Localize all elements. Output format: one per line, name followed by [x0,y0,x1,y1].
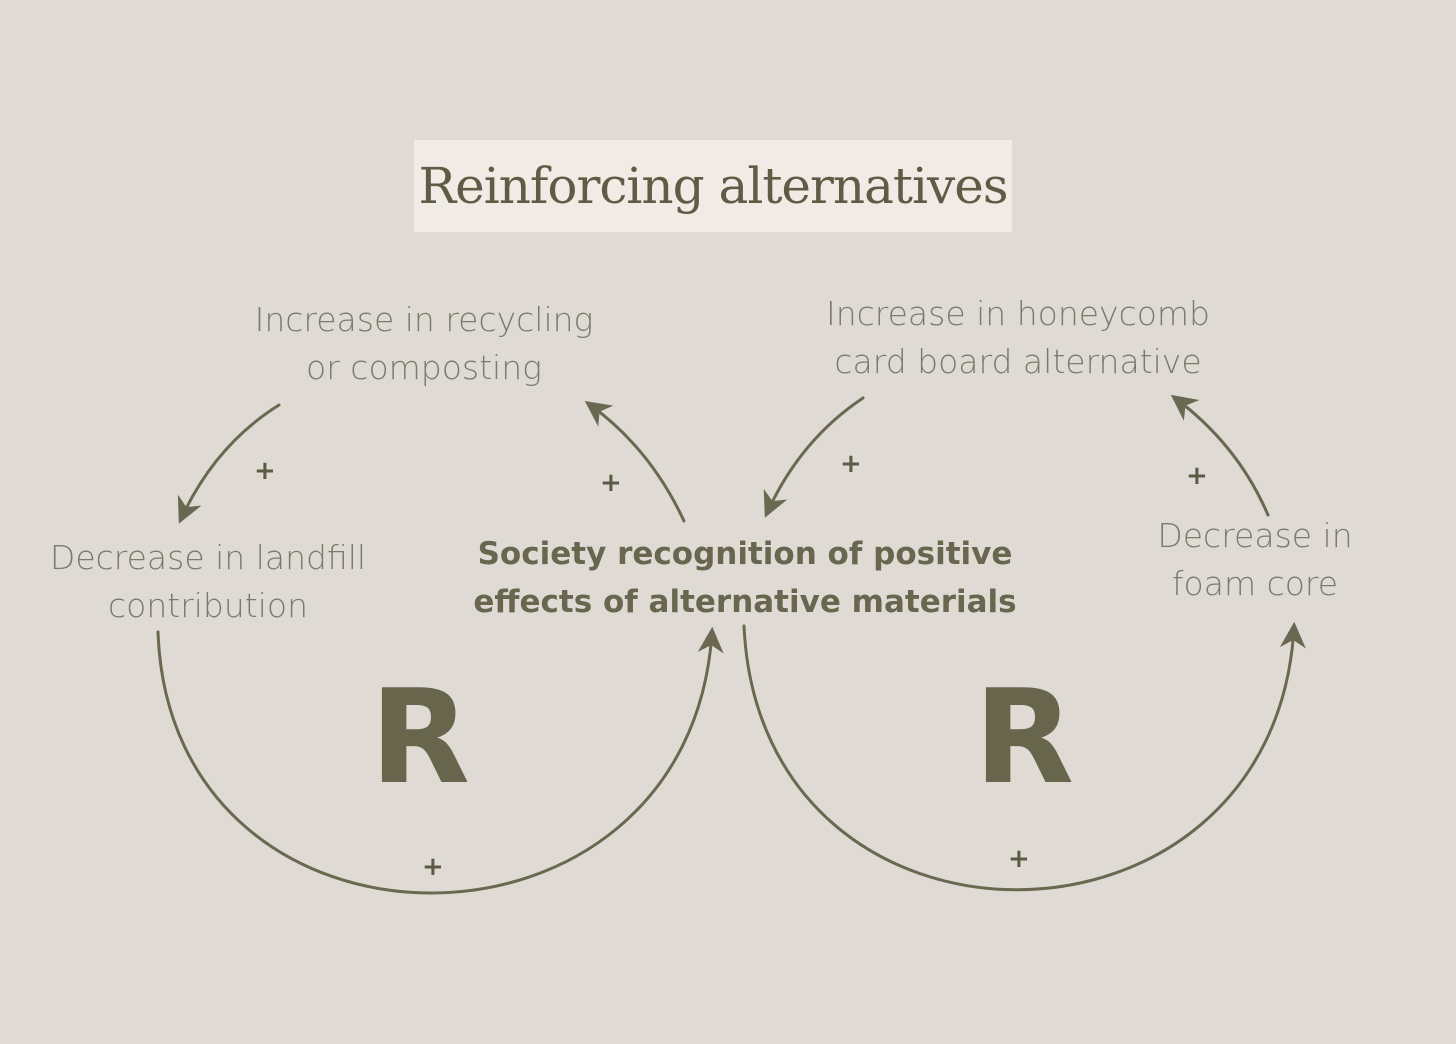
node-honeycomb-line2: card board alternative [834,342,1202,381]
node-society-line2: effects of alternative materials [473,584,1017,620]
polarity-foam-honeycomb: + [1186,461,1208,491]
node-society: Society recognition of positive effects … [444,530,1046,626]
polarity-society-recycling: + [600,468,622,498]
arrow-society-to-recycling [584,400,686,523]
arrow-honeycomb-to-society [763,396,865,518]
title-box: Reinforcing alternatives [414,140,1012,232]
node-foam-line1: Decrease in [1157,516,1353,555]
node-foam-line2: foam core [1171,564,1339,603]
loop-label-left: R [370,661,471,813]
node-recycling-line1: Increase in recycling [254,300,594,339]
node-society-line1: Society recognition of positive [477,536,1013,572]
polarity-society-foam: + [1008,844,1030,874]
polarity-landfill-society: + [422,852,444,882]
node-foam: Decrease in foam core [1150,512,1360,608]
arrow-society-to-foam [742,621,1306,892]
node-landfill: Decrease in landfill contribution [40,534,376,630]
node-honeycomb: Increase in honeycomb card board alterna… [818,290,1218,386]
arrow-landfill-to-society [156,626,724,895]
arrow-foam-to-honeycomb [1170,394,1270,517]
node-recycling-line2: or composting [306,348,542,387]
node-honeycomb-line1: Increase in honeycomb [826,294,1210,333]
loop-label-right: R [974,661,1075,813]
polarity-honeycomb-society: + [840,449,862,479]
node-landfill-line1: Decrease in landfill [49,538,367,577]
arrow-recycling-to-landfill [177,403,281,524]
polarity-recycling-landfill: + [254,456,276,486]
node-landfill-line2: contribution [108,586,308,625]
diagram-title: Reinforcing alternatives [418,157,1008,215]
node-recycling: Increase in recycling or composting [248,296,600,392]
